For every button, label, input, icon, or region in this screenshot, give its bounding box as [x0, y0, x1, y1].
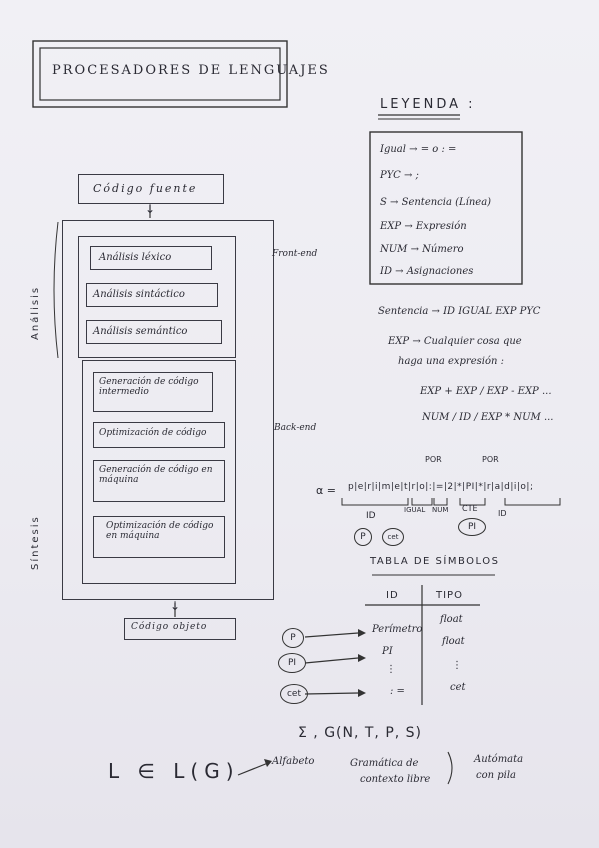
arrow-down-icon: ↓ — [145, 202, 156, 216]
legend-item: EXP → Expresión — [380, 221, 467, 232]
symbol-circle-p: P — [282, 628, 304, 648]
grammar-rule: EXP → Cualquier cosa que — [388, 336, 522, 347]
pda-label: Autómata — [474, 754, 524, 765]
grammar-rule: haga una expresión : — [398, 356, 504, 367]
alpha-label: α = — [316, 484, 336, 497]
token-label: ID — [366, 511, 376, 521]
token-circle-pi: PI — [458, 518, 486, 536]
synthesis-group-box — [82, 360, 236, 584]
symbol-table-header: ID — [386, 590, 399, 601]
symbol-table-cell: ⋮ — [452, 660, 462, 671]
grammar-rule: EXP + EXP / EXP - EXP ... — [420, 386, 552, 397]
cfg-label: Gramática de — [350, 758, 419, 769]
por-label: POR — [425, 455, 442, 464]
cfg-label: contexto libre — [360, 774, 431, 785]
intermediate-code-box: Generación de código intermedio — [93, 372, 213, 412]
machine-code-box: Generación de código en máquina — [93, 460, 225, 502]
machine-optimization-box: Optimización de código en máquina — [93, 516, 225, 558]
symbol-table-cell: : = — [390, 686, 405, 697]
analysis-group-box — [78, 236, 236, 358]
alphabet-label: Alfabeto — [272, 756, 315, 767]
analysis-side-label: Análisis — [30, 285, 41, 340]
pda-label: con pila — [476, 770, 516, 781]
legend-item: S → Sentencia (Línea) — [380, 197, 492, 208]
intermediate-code-label: Generación de código intermedio — [99, 377, 199, 397]
legend-heading: Leyenda : — [380, 97, 476, 112]
symbol-table-cell: float — [440, 614, 463, 625]
machine-optimization-label: Optimización de código en máquina — [106, 521, 214, 541]
syntactic-analysis-box: Análisis sintáctico — [86, 283, 218, 307]
symbol-table-cell: cet — [450, 682, 466, 693]
token-string: p|e|r|i|m|e|t|r|o|:|=|2|*|PI|*|r|a|d|i|o… — [348, 482, 534, 492]
lexical-analysis-label: Análisis léxico — [99, 252, 172, 263]
object-code-box: Código objeto — [124, 618, 236, 640]
compiler-box — [62, 220, 274, 600]
language-membership: L ∈ L(G) — [108, 759, 240, 783]
token-label: CTE — [462, 504, 478, 513]
symbol-table-cell: Perímetro — [372, 624, 423, 635]
symbol-circle-pi: PI — [278, 653, 306, 673]
object-code-label: Código objeto — [131, 622, 208, 632]
front-end-label: Front-end — [272, 249, 318, 259]
page-title: Procesadores de lenguajes — [52, 63, 330, 78]
symbol-table-cell: float — [442, 636, 465, 647]
legend-item: Igual → = o : = — [380, 144, 457, 155]
source-code-box: Código fuente — [78, 174, 224, 204]
symbol-circle-cet: cet — [280, 684, 308, 704]
semantic-analysis-box: Análisis semántico — [86, 320, 222, 344]
symbol-table-cell: ⋮ — [386, 664, 396, 675]
legend-item: ID → Asignaciones — [380, 266, 474, 277]
lexical-analysis-box: Análisis léxico — [90, 246, 212, 270]
symbol-table-header: Tipo — [436, 590, 463, 601]
syntactic-analysis-label: Análisis sintáctico — [93, 289, 185, 300]
code-optimization-label: Optimización de código — [99, 428, 207, 438]
token-circle-p: P — [354, 528, 372, 546]
grammar-rule: NUM / ID / EXP * NUM ... — [422, 412, 554, 423]
machine-code-label: Generación de código en máquina — [99, 465, 213, 485]
token-circle-cet: cet — [382, 528, 404, 546]
symbol-table-title: Tabla de símbolos — [370, 556, 500, 567]
arrow-down-icon: ↓ — [170, 599, 181, 613]
symbol-table-cell: PI — [382, 646, 393, 657]
legend-item: PYC → ; — [380, 170, 419, 181]
grammar-tuple: Σ , G(N, T, P, S) — [298, 725, 423, 741]
legend-item: NUM → Número — [380, 244, 464, 255]
token-label: ID — [498, 509, 507, 518]
semantic-analysis-label: Análisis semántico — [93, 326, 188, 337]
code-optimization-box: Optimización de código — [93, 422, 225, 448]
synthesis-side-label: Síntesis — [30, 515, 41, 570]
back-end-label: Back-end — [274, 423, 317, 433]
grammar-rule: Sentencia → ID IGUAL EXP PYC — [378, 306, 541, 317]
por-label: POR — [482, 455, 499, 464]
source-code-label: Código fuente — [93, 182, 198, 195]
token-label: IGUAL — [404, 506, 426, 514]
token-label: NUM — [432, 506, 449, 514]
